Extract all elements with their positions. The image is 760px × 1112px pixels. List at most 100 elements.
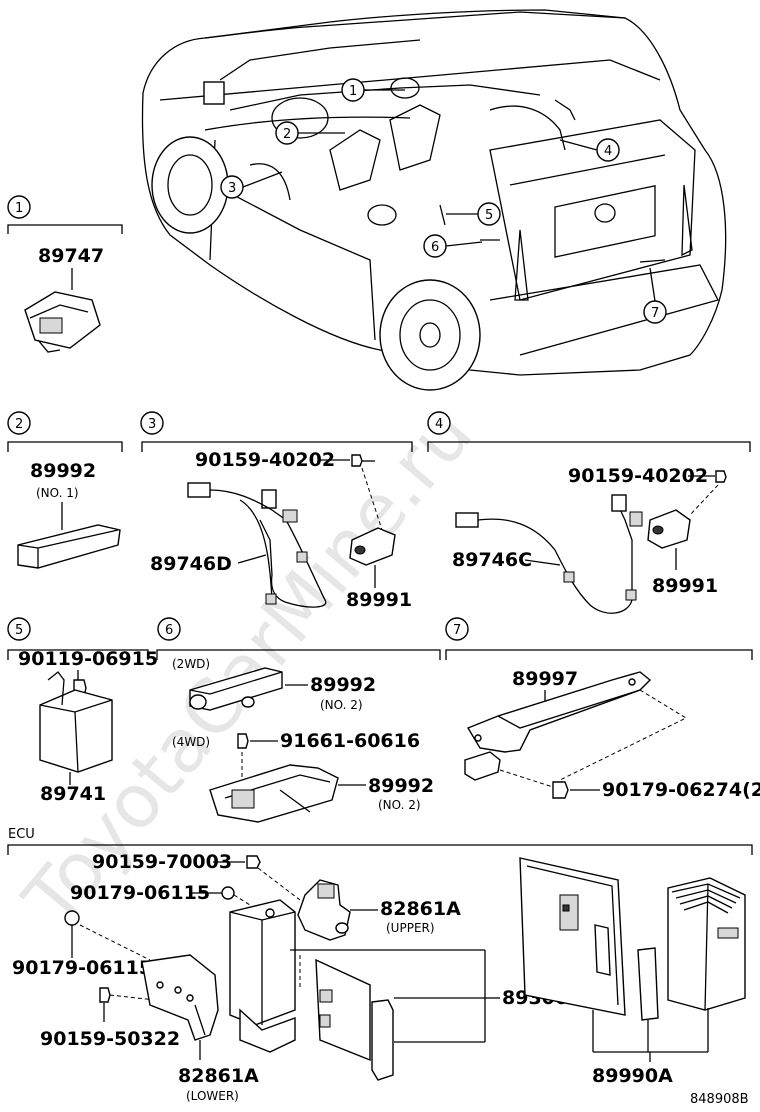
antenna-unit-89747 [24, 291, 101, 353]
section-6-bracket [156, 649, 441, 660]
section-3-bracket [141, 441, 413, 452]
svg-text:2: 2 [15, 417, 23, 432]
part-89746D: 89746D [150, 553, 232, 575]
callout-7 [643, 300, 667, 324]
part-89747: 89747 [38, 245, 104, 267]
part-91661-60616: 91661-60616 [280, 730, 420, 752]
antenna-89992-no1 [17, 524, 121, 569]
part-90119-06915: 90119-06915 [18, 648, 158, 670]
section-4-marker [427, 411, 451, 435]
note-no2-a: (NO. 2) [320, 698, 363, 712]
sensor-89991-b [647, 509, 691, 549]
section-1-marker [7, 195, 31, 219]
bolt-icon [99, 987, 111, 1003]
callout-89300-lines [290, 949, 500, 1043]
svg-text:1: 1 [15, 201, 23, 216]
section-1-bracket [7, 224, 123, 234]
note-no1: (NO. 1) [36, 486, 79, 500]
part-89992-2wd: 89992 [310, 674, 376, 696]
part-90179-06115-a: 90179-06115 [70, 882, 210, 904]
callout-5-label: 5 [485, 208, 493, 223]
ecu-cover [315, 958, 394, 1081]
bolt-icon [715, 470, 727, 483]
section-1: 1 89747 [7, 195, 123, 353]
callout-89990A-lines [592, 1008, 709, 1062]
part-89991-a: 89991 [346, 589, 412, 611]
module-89741 [39, 671, 113, 773]
svg-text:6: 6 [165, 623, 173, 638]
callout-1-label: 1 [349, 84, 357, 99]
svg-text:3: 3 [148, 417, 156, 432]
nut-icon [64, 910, 80, 926]
part-89990A: 89990A [592, 1065, 673, 1087]
part-90159-40202-b: 90159-40202 [568, 465, 708, 487]
part-89992-4wd: 89992 [368, 775, 434, 797]
svg-text:4: 4 [435, 417, 443, 432]
section-2-bracket [7, 441, 123, 452]
callout-2-label: 2 [283, 127, 291, 142]
callout-3-label: 3 [228, 181, 236, 196]
part-89746C: 89746C [452, 549, 532, 571]
bracket-82861A-lower [141, 954, 219, 1041]
section-6-marker [157, 617, 181, 641]
key-card-holder [519, 857, 626, 1016]
callout-1 [341, 78, 365, 102]
harness-89746C [455, 494, 643, 614]
part-89992-no1: 89992 [30, 460, 96, 482]
section-4-bracket [427, 441, 751, 452]
callout-4-label: 4 [604, 144, 612, 159]
variant-2wd: (2WD) [172, 657, 210, 671]
part-89741: 89741 [40, 783, 106, 805]
callout-5 [477, 202, 501, 226]
antenna-89992-2wd [189, 667, 283, 711]
section-5-bracket [7, 649, 149, 660]
note-lower: (LOWER) [186, 1089, 239, 1103]
ecu-label: ECU [8, 827, 35, 842]
svg-text:7: 7 [453, 623, 461, 638]
vehicle-callouts: 1 2 3 4 5 6 7 [220, 78, 667, 324]
bolt-icon [237, 733, 249, 749]
ecu-box [229, 899, 296, 1053]
section-5: 5 90119-06915 89741 [7, 617, 158, 805]
part-89991-b: 89991 [652, 575, 718, 597]
callout-3 [220, 175, 244, 199]
note-upper: (UPPER) [386, 921, 435, 935]
callout-6 [423, 234, 447, 258]
antenna-89992-4wd [209, 764, 339, 823]
callout-2 [275, 121, 299, 145]
section-2-marker [7, 411, 31, 435]
part-90179-06115-b: 90179-06115 [12, 957, 152, 979]
key-card [637, 947, 659, 1021]
callout-7-label: 7 [651, 306, 659, 321]
section-5-marker [7, 617, 31, 641]
part-89997: 89997 [512, 668, 578, 690]
ecu-bracket [7, 844, 753, 855]
harness-89746D [187, 482, 327, 608]
section-7-marker [445, 617, 469, 641]
bolt-icon [246, 855, 261, 869]
key-booklet [667, 877, 746, 1011]
part-90159-70003: 90159-70003 [92, 851, 232, 873]
part-90179-06274: 90179-06274(2) [602, 779, 760, 801]
variant-4wd: (4WD) [172, 735, 210, 749]
callout-6-label: 6 [431, 240, 439, 255]
section-3: 3 90159-40202 89746D 89991 [140, 411, 413, 611]
callout-4 [596, 138, 620, 162]
section-2: 2 89992 (NO. 1) [7, 411, 123, 569]
part-82861A-upper: 82861A [380, 898, 461, 920]
section-3-marker [140, 411, 164, 435]
sensor-89991-a [349, 527, 396, 566]
note-no2-b: (NO. 2) [378, 798, 421, 812]
section-ecu: ECU 90159-70003 90179-06115 82861A (UPPE… [7, 827, 753, 1103]
section-6: 6 (2WD) 89992 (NO. 2) (4WD) 91661-60616 … [156, 617, 441, 823]
svg-text:5: 5 [15, 623, 23, 638]
part-82861A-lower: 82861A [178, 1065, 259, 1087]
diagram-reference-number: 848908B [690, 1092, 749, 1107]
part-90159-50322: 90159-50322 [40, 1028, 180, 1050]
section-4: 4 90159-40202 89746C 89991 [427, 411, 751, 614]
bolt-icon [552, 781, 569, 799]
nut-icon [221, 886, 235, 900]
vehicle-illustration [141, 9, 727, 391]
section-7: 7 89997 90179-06274(2) [445, 617, 760, 801]
